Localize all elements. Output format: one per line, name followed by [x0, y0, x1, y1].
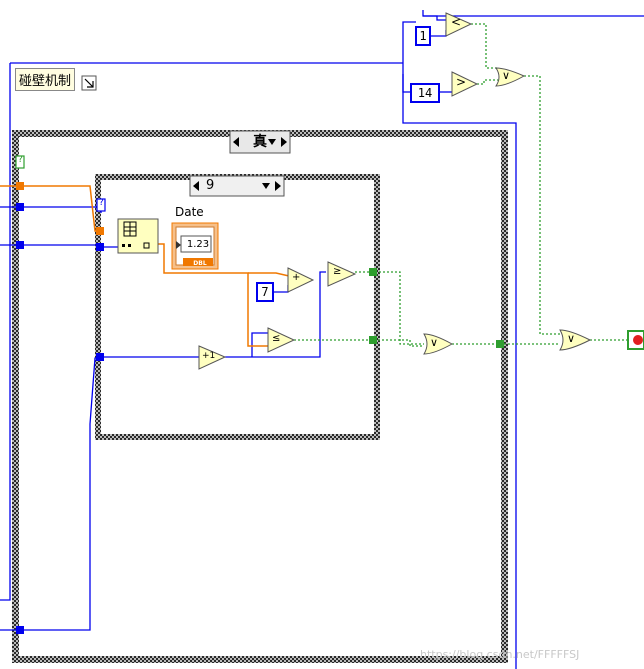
boolean-wires [294, 23, 628, 347]
increment-operator-glyph: +1 [202, 351, 216, 361]
inner-case-structure[interactable] [95, 174, 380, 440]
date-indicator-value: 1.23 [186, 239, 210, 250]
date-indicator-title: Date [175, 205, 204, 219]
tunnels [16, 182, 504, 634]
selector-terminals [15, 155, 106, 212]
less-than-node [445, 12, 473, 37]
comment-arrow-icon [81, 75, 97, 91]
outer-selector-terminal-glyph: ? [18, 155, 23, 165]
dbl-wires [0, 185, 290, 347]
increment-node [198, 345, 227, 370]
or-operator-glyph-top: ∨ [502, 69, 511, 82]
watermark: https://blog.csdn.net/FFFFFSJ [420, 648, 580, 661]
less-operator-glyph: < [451, 15, 462, 29]
inner-case-selector-value: 9 [206, 178, 215, 193]
stop-terminal[interactable] [627, 330, 644, 350]
numeric-constants[interactable] [256, 26, 440, 302]
comment-label: 碰壁机制 [15, 68, 76, 91]
inner-selector-terminal-glyph: ? [99, 198, 104, 208]
greater-equal-node [327, 261, 357, 287]
constant-fourteen[interactable]: 14 [417, 86, 433, 100]
case-selectors[interactable] [189, 130, 291, 197]
less-equal-node [267, 327, 296, 353]
or-operator-glyph-right: ∨ [567, 332, 576, 345]
or-node-middle [423, 333, 454, 355]
array-node[interactable] [117, 218, 159, 254]
less-equal-operator-glyph: ≤ [272, 333, 281, 344]
date-indicator-type: DBL [193, 260, 207, 267]
outer-case-structure[interactable] [12, 130, 508, 663]
date-indicator[interactable] [171, 222, 219, 270]
greater-equal-operator-glyph: ≥ [333, 266, 342, 277]
or-node-top [495, 67, 526, 87]
outer-case-selector-label[interactable]: 真 [253, 134, 267, 150]
add-operator-glyph: + [292, 272, 301, 283]
constant-seven[interactable]: 7 [261, 285, 269, 299]
greater-than-node [451, 71, 479, 97]
primitives[interactable] [198, 12, 592, 370]
constant-one[interactable]: 1 [419, 29, 427, 43]
or-node-right [559, 329, 592, 351]
inner-case-selector-label[interactable]: 9 [192, 176, 284, 196]
greater-operator-glyph: > [456, 75, 467, 89]
add-node [287, 267, 315, 293]
or-operator-glyph-middle: ∨ [430, 336, 439, 349]
